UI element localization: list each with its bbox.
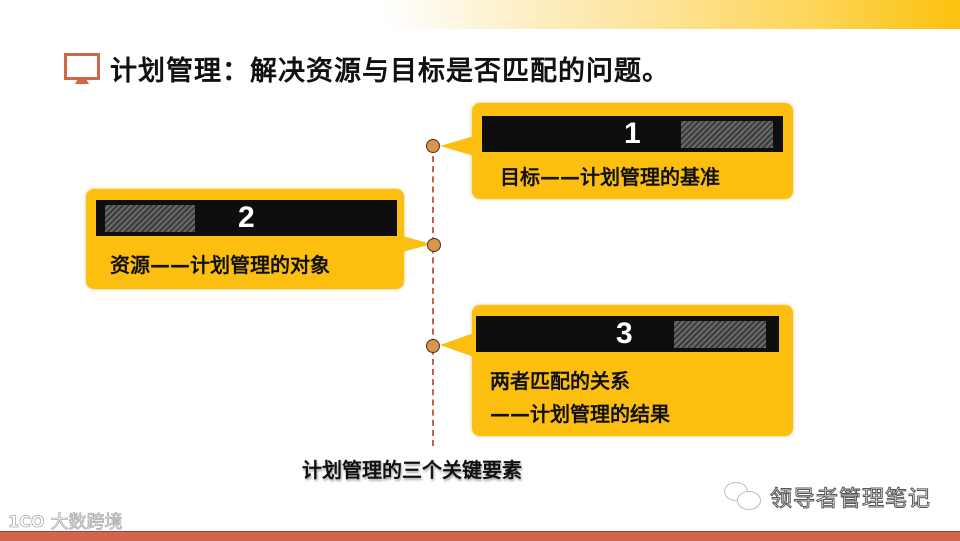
- top-gradient-bar: [0, 0, 960, 29]
- card-resource: 2 资源——计划管理的对象: [86, 189, 404, 289]
- watermark-logo-icon: 1CO: [8, 511, 45, 531]
- card-label-line-1: 两者匹配的关系: [490, 369, 630, 393]
- card-number: 2: [238, 201, 255, 234]
- wechat-account-badge: 领导者管理笔记: [722, 480, 931, 514]
- hatch-pattern: [105, 204, 195, 232]
- timeline-dashed-line: [432, 146, 434, 446]
- timeline-node: [426, 339, 440, 353]
- watermark-text: 大数跨境: [50, 512, 123, 534]
- wechat-account-name: 领导者管理笔记: [769, 487, 932, 513]
- timeline-node: [427, 238, 441, 252]
- hatch-pattern: [681, 120, 773, 148]
- diagram-caption: 计划管理的三个关键要素: [302, 458, 522, 482]
- card-pointer: [440, 333, 474, 357]
- card-pointer: [440, 136, 474, 156]
- card-label: 目标——计划管理的基准: [500, 165, 720, 189]
- card-label: 资源——计划管理的对象: [110, 253, 330, 277]
- card-goal: 1 目标——计划管理的基准: [472, 103, 793, 199]
- timeline-node: [426, 139, 440, 153]
- wechat-icon: [722, 480, 764, 514]
- card-number: 1: [624, 117, 641, 150]
- slide-title-row: 计划管理：解决资源与目标是否匹配的问题。: [62, 48, 670, 88]
- card-header-bar: 2: [96, 200, 397, 236]
- bottom-accent-bar: [0, 531, 960, 541]
- watermark: 1CO 大数跨境: [8, 508, 123, 534]
- card-number: 3: [616, 317, 633, 350]
- card-match: 3 两者匹配的关系 ——计划管理的结果: [472, 305, 793, 436]
- monitor-icon: [62, 50, 102, 86]
- slide-title: 计划管理：解决资源与目标是否匹配的问题。: [110, 55, 670, 87]
- card-header-bar: 1: [482, 116, 783, 152]
- card-pointer: [402, 236, 432, 252]
- card-label-line-2: ——计划管理的结果: [490, 402, 670, 426]
- hatch-pattern: [674, 320, 766, 348]
- card-header-bar: 3: [476, 316, 779, 352]
